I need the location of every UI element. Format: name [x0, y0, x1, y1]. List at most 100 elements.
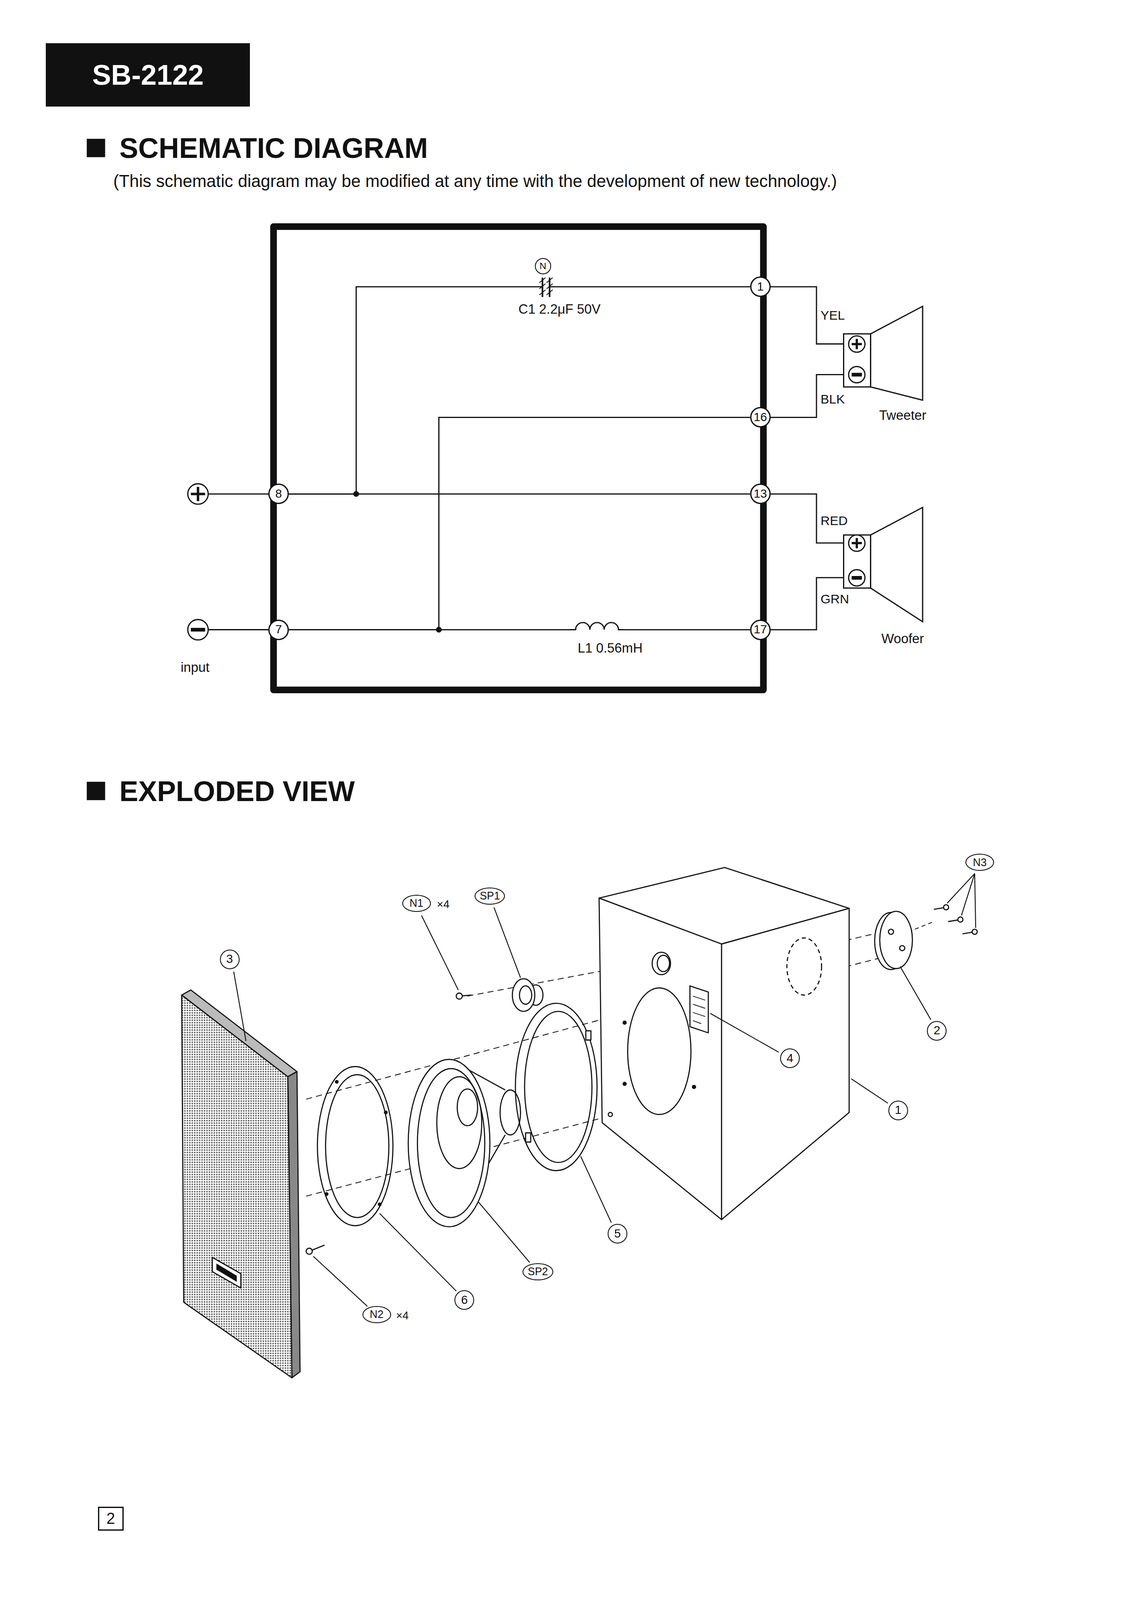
- callout-number: 3: [219, 949, 240, 970]
- leader-line: [946, 873, 975, 904]
- tweeter-hole-rim: [657, 955, 670, 972]
- gasket-tab: [525, 1132, 531, 1142]
- woofer-dust-cap: [457, 1089, 478, 1126]
- tweeter-dome: [519, 985, 532, 1005]
- leader-line: [421, 915, 459, 990]
- section-heading: EXPLODED VIEW: [119, 775, 355, 808]
- heading-bullet: [86, 781, 106, 801]
- section-heading: SCHEMATIC DIAGRAM: [119, 132, 428, 164]
- speaker-drawing: [843, 507, 923, 622]
- woofer-surround: [417, 1068, 485, 1218]
- part-code: N1: [402, 894, 431, 912]
- terminal-hole: [899, 945, 905, 951]
- ring-hole: [325, 1192, 328, 1196]
- wire-group: [288, 286, 844, 630]
- name-plate: [689, 985, 709, 1034]
- pin-label: 17: [753, 623, 767, 637]
- pin-number: 13: [750, 483, 771, 505]
- input-terminal-minus: [187, 619, 209, 641]
- model-number: SB-2122: [92, 59, 205, 91]
- terminal-hole: [888, 929, 894, 935]
- wire-color: GRN: [820, 591, 850, 606]
- leader-line: [379, 1213, 457, 1292]
- callout-label: 1: [894, 1103, 902, 1117]
- leader-line: [900, 966, 932, 1020]
- tweeter-flange: [512, 978, 535, 1012]
- leader-line: [493, 907, 521, 978]
- callout-number: 2: [926, 1021, 947, 1041]
- speaker-cone: [870, 305, 923, 400]
- wire-color: YEL: [820, 308, 846, 323]
- input-wire: [208, 629, 269, 631]
- speaker-outline: [843, 505, 925, 624]
- screw-head: [943, 904, 949, 910]
- cabinet-front: [599, 898, 722, 1220]
- component-value: C1 2.2μF 50V: [518, 302, 601, 317]
- inductor-symbol: [569, 622, 623, 630]
- leader-line: [233, 971, 247, 1042]
- pin-label: 16: [753, 410, 767, 425]
- part-code: SP1: [474, 887, 505, 905]
- terminal-caption: input: [180, 660, 210, 675]
- leader-line: [961, 873, 975, 916]
- screw-hole: [608, 1112, 613, 1117]
- part-code: N2: [362, 1306, 392, 1324]
- callout-number: 1: [888, 1100, 909, 1121]
- pin-number: 17: [750, 619, 771, 641]
- inductor-gap: [571, 625, 621, 634]
- callout-label: 6: [460, 1293, 468, 1307]
- speaker-drawing: [843, 305, 923, 400]
- pin-number: 7: [268, 619, 289, 641]
- screw-head: [456, 993, 463, 1000]
- cabinet-side: [721, 908, 850, 1220]
- speaker-terminal-box: [843, 534, 871, 588]
- screw-head: [972, 929, 978, 935]
- callout-label: 5: [614, 1227, 621, 1241]
- part-code-label: N3: [973, 856, 987, 869]
- terminal-plus: [848, 534, 865, 552]
- speaker-name: Tweeter: [870, 408, 935, 423]
- plus-sign: [851, 537, 862, 549]
- component-value: L1 0.56mH: [577, 641, 643, 656]
- page-number: 2: [106, 1510, 116, 1528]
- speaker-name: Woofer: [870, 631, 935, 647]
- woofer-gasket: [515, 1003, 597, 1171]
- grille-logo: [212, 1257, 241, 1289]
- terminal-plus: [848, 335, 865, 353]
- note-text: (This schematic diagram may be modified …: [113, 171, 838, 191]
- ring-hole: [378, 1202, 381, 1206]
- junction-dot: [436, 626, 442, 633]
- quantity: ×4: [436, 898, 450, 911]
- wire-color: RED: [820, 513, 848, 528]
- screw-hole: [623, 1082, 627, 1086]
- speaker-symbol: Tweeter: [843, 304, 936, 431]
- capacitor-hatch: [539, 277, 553, 296]
- terminal-plate: [879, 911, 913, 969]
- woofer-gasket-inner: [524, 1011, 592, 1163]
- marker-label: N: [539, 261, 547, 272]
- callout-number: 5: [607, 1223, 628, 1244]
- pin-number: 16: [750, 406, 771, 428]
- woofer-hole: [627, 988, 692, 1115]
- input-terminal-plus: [187, 483, 209, 505]
- screw-hole: [623, 1021, 627, 1025]
- terminal-minus: [848, 366, 865, 383]
- callout-label: 2: [933, 1024, 941, 1038]
- woofer-cone: [436, 1076, 482, 1169]
- pin-label: 1: [756, 280, 764, 294]
- name-plate-lines: [692, 996, 706, 1024]
- pin-label: 7: [275, 623, 283, 637]
- minus-sign: [851, 372, 862, 377]
- part-code-label: N1: [409, 897, 424, 910]
- minus-sign: [851, 575, 862, 580]
- crossover-board: [273, 226, 764, 690]
- screw-head: [306, 1248, 313, 1255]
- pin-number: 1: [750, 276, 771, 297]
- leader-line: [851, 1078, 888, 1104]
- plus-sign: [851, 338, 862, 350]
- leader-line: [710, 1013, 779, 1053]
- part-code-label: SP1: [479, 890, 500, 903]
- marker-circle: N: [534, 258, 552, 275]
- input-wire: [208, 493, 269, 495]
